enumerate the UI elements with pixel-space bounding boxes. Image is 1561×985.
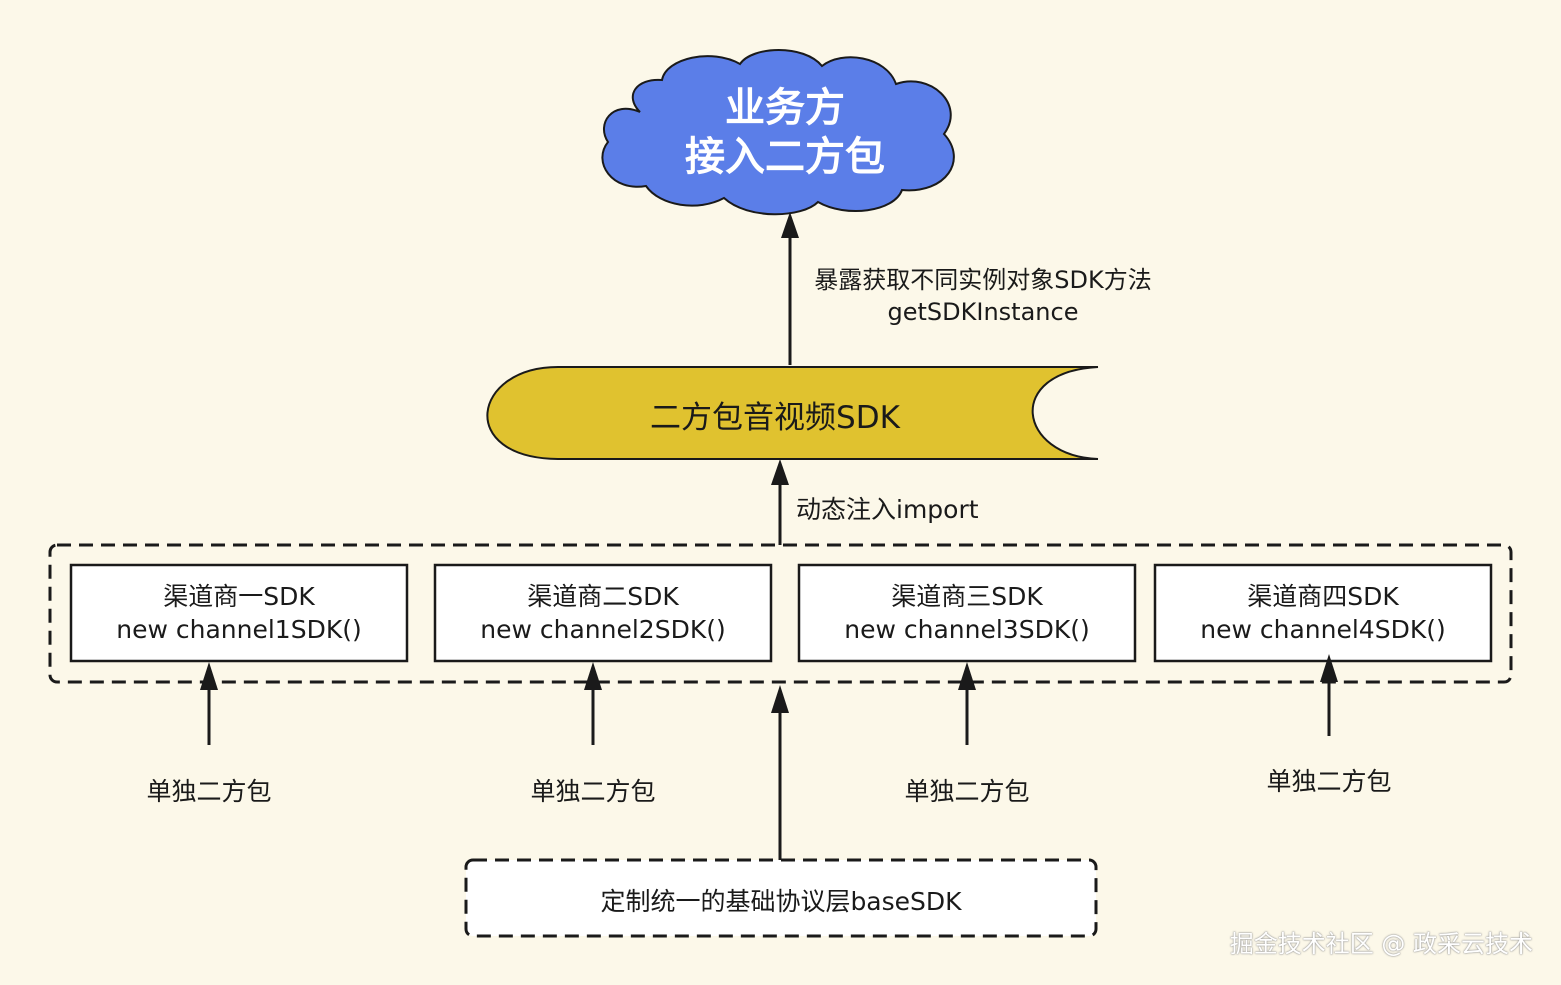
edge-sdk-to-cloud-label: 暴露获取不同实例对象SDK方法 getSDKInstance xyxy=(800,264,1166,328)
channel-3-code: new channel3SDK() xyxy=(844,615,1090,644)
cloud-label-line1: 业务方 xyxy=(725,85,845,131)
arrowhead-sdk-to-cloud xyxy=(781,212,799,238)
channel-3-name: 渠道商三SDK xyxy=(891,582,1043,611)
channel-1-code: new channel1SDK() xyxy=(116,615,362,644)
channel-2-name: 渠道商二SDK xyxy=(527,582,679,611)
arrowhead-package-3 xyxy=(958,662,976,690)
cloud-shape xyxy=(601,49,955,216)
base-box xyxy=(464,858,1098,938)
channel-box-3 xyxy=(797,563,1137,663)
cloud-label: 业务方 接入二方包 xyxy=(640,84,930,182)
channel-box-4 xyxy=(1153,563,1493,663)
channel-3-text: 渠道商三SDK new channel3SDK() xyxy=(799,580,1135,646)
channel-box-1 xyxy=(69,563,409,663)
channel-4-text: 渠道商四SDK new channel4SDK() xyxy=(1155,580,1491,646)
package-3-label: 单独二方包 xyxy=(904,777,1030,806)
base-label: 定制统一的基础协议层baseSDK xyxy=(600,887,962,916)
channel-2-code: new channel2SDK() xyxy=(480,615,726,644)
channel-1-text: 渠道商一SDK new channel1SDK() xyxy=(71,580,407,646)
channel-4-name: 渠道商四SDK xyxy=(1247,582,1399,611)
arrowhead-package-4 xyxy=(1320,654,1338,682)
channel-box-2 xyxy=(433,563,773,663)
arrowhead-package-1 xyxy=(200,662,218,690)
arrowhead-group-to-sdk xyxy=(771,459,789,485)
edge-sdk-to-cloud-label-line1: 暴露获取不同实例对象SDK方法 xyxy=(814,266,1152,294)
package-4-label: 单独二方包 xyxy=(1266,767,1392,796)
sdk-main-shape xyxy=(486,366,1099,460)
channel-2-text: 渠道商二SDK new channel2SDK() xyxy=(435,580,771,646)
edge-sdk-to-cloud-label-line2: getSDKInstance xyxy=(887,298,1079,326)
channels-group-box xyxy=(48,543,1513,684)
package-1-label: 单独二方包 xyxy=(146,777,272,806)
arrowhead-base-to-group xyxy=(771,685,789,713)
edge-group-to-sdk-label: 动态注入import xyxy=(796,495,979,524)
sdk-main-label: 二方包音视频SDK xyxy=(650,400,900,436)
watermark: 掘金技术社区 @ 政采云技术 xyxy=(1229,930,1533,958)
arrowhead-package-2 xyxy=(584,662,602,690)
package-2-label: 单独二方包 xyxy=(530,777,656,806)
channel-4-code: new channel4SDK() xyxy=(1200,615,1446,644)
channel-1-name: 渠道商一SDK xyxy=(163,582,315,611)
cloud-label-line2: 接入二方包 xyxy=(685,134,885,180)
